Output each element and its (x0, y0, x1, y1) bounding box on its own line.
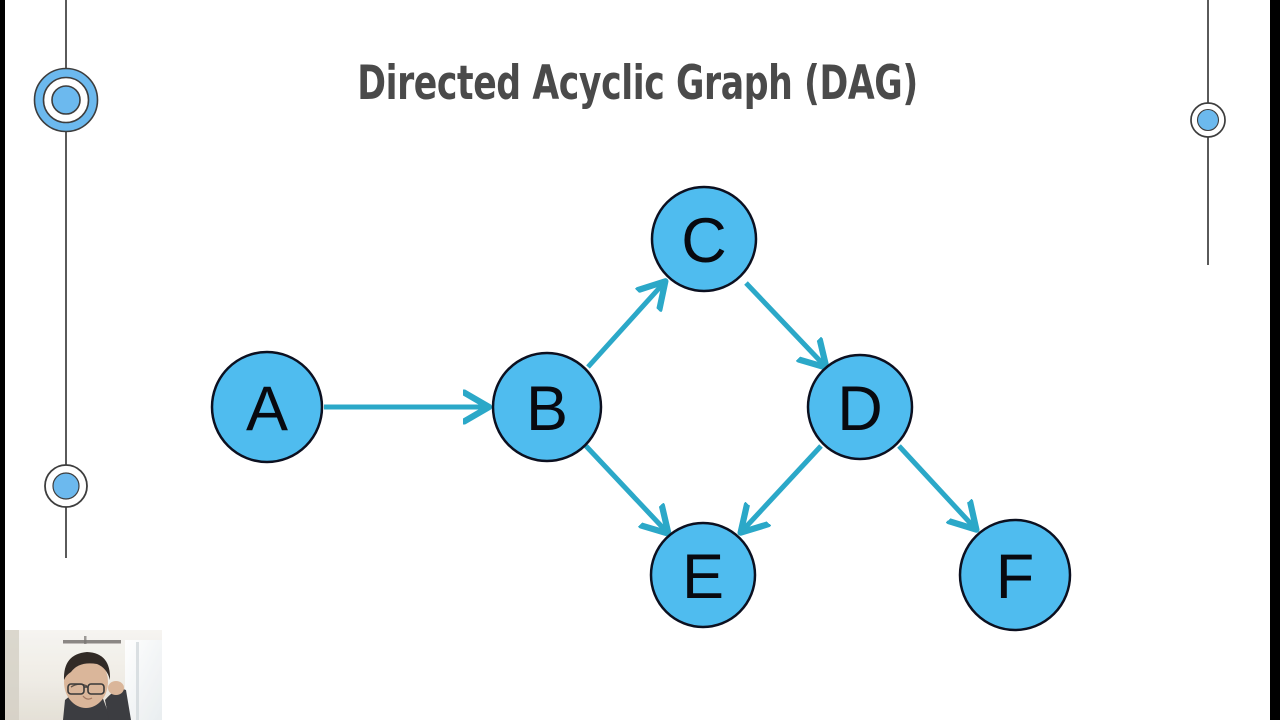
letterbox-left (0, 0, 5, 720)
node-d-label: D (837, 374, 883, 444)
node-d[interactable]: D (806, 353, 914, 461)
webcam-image (5, 630, 162, 720)
edge-b-e (584, 444, 665, 530)
page-title: Directed Acyclic Graph (DAG) (357, 56, 918, 111)
node-f[interactable]: F (958, 518, 1072, 632)
presentation-slide: Directed Acyclic Graph (DAG) A (5, 0, 1270, 720)
node-f-label: F (996, 542, 1034, 612)
node-b[interactable]: B (491, 351, 603, 463)
node-c-label: C (681, 206, 727, 276)
node-e[interactable]: E (649, 521, 757, 629)
presenter-webcam-feed[interactable] (5, 630, 162, 720)
dag-nodes: A B C D E (210, 185, 1072, 632)
edge-c-d (744, 281, 823, 364)
edge-b-c (586, 285, 662, 369)
edge-d-f (897, 444, 973, 526)
edge-d-e (744, 444, 823, 529)
node-e-label: E (682, 542, 724, 612)
letterbox-right (1270, 0, 1280, 720)
node-a[interactable]: A (210, 350, 324, 464)
dag-edges (324, 283, 973, 530)
node-a-label: A (246, 374, 288, 444)
node-b-label: B (526, 374, 568, 444)
node-c[interactable]: C (650, 185, 758, 293)
